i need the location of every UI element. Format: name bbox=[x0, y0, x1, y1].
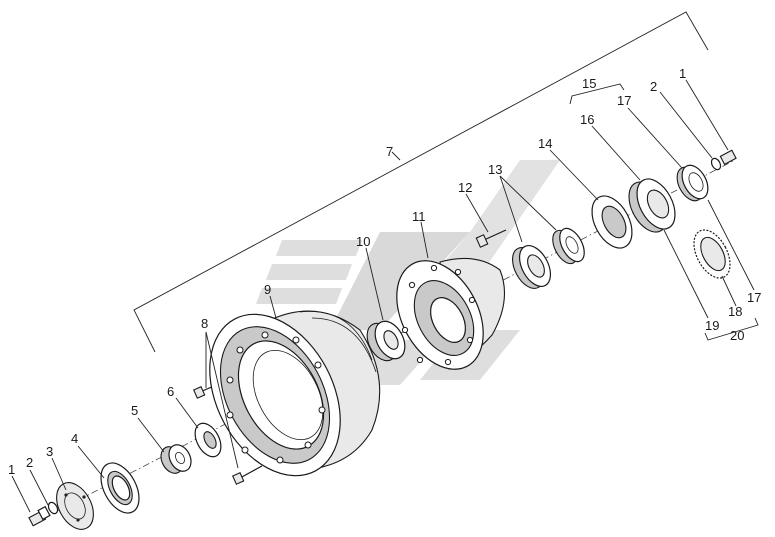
part-6-washer bbox=[194, 422, 222, 458]
label-16: 16 bbox=[580, 112, 594, 127]
part-labels: 1 2 3 4 5 6 7 8 9 10 11 12 13 14 15 16 1… bbox=[8, 66, 761, 477]
part-18-ring-gear bbox=[693, 229, 731, 279]
label-9: 9 bbox=[264, 282, 271, 297]
part-4-gasket bbox=[100, 462, 140, 514]
label-17-bottom: 17 bbox=[747, 290, 761, 305]
part-1-2-bolt-right bbox=[710, 149, 737, 171]
part-16-housing bbox=[628, 178, 676, 233]
leader-lines bbox=[11, 79, 755, 513]
part-5-nut bbox=[160, 444, 192, 474]
label-3: 3 bbox=[46, 444, 53, 459]
part-17-ring bbox=[676, 164, 709, 202]
part-2-washer-left bbox=[47, 501, 59, 515]
label-8: 8 bbox=[201, 316, 208, 331]
label-20: 20 bbox=[730, 328, 744, 343]
label-13: 13 bbox=[488, 162, 502, 177]
part-9-brake-drum bbox=[209, 310, 381, 477]
label-12: 12 bbox=[458, 180, 472, 195]
bracket-20 bbox=[704, 317, 759, 341]
label-15: 15 bbox=[582, 76, 596, 91]
part-13-bearing bbox=[512, 227, 585, 289]
label-10: 10 bbox=[356, 234, 370, 249]
label-5: 5 bbox=[131, 403, 138, 418]
part-1-bolt-left bbox=[28, 505, 51, 527]
label-18: 18 bbox=[728, 304, 742, 319]
label-17-top: 17 bbox=[617, 93, 631, 108]
label-4: 4 bbox=[71, 431, 78, 446]
part-3-cap bbox=[56, 482, 94, 530]
bracket-15 bbox=[569, 83, 625, 105]
label-6: 6 bbox=[167, 384, 174, 399]
label-2-right: 2 bbox=[650, 79, 657, 94]
label-1-left: 1 bbox=[8, 462, 15, 477]
label-11: 11 bbox=[412, 209, 426, 224]
label-14: 14 bbox=[538, 136, 552, 151]
label-1-right: 1 bbox=[679, 66, 686, 81]
part-11-hub bbox=[396, 257, 505, 370]
part-14-seal-plate bbox=[591, 195, 633, 249]
label-7: 7 bbox=[386, 144, 393, 159]
part-10-bearing bbox=[366, 320, 406, 362]
label-19: 19 bbox=[705, 318, 719, 333]
part-12-stud bbox=[475, 229, 507, 248]
bracket-7 bbox=[133, 11, 709, 353]
label-2-left: 2 bbox=[26, 455, 33, 470]
